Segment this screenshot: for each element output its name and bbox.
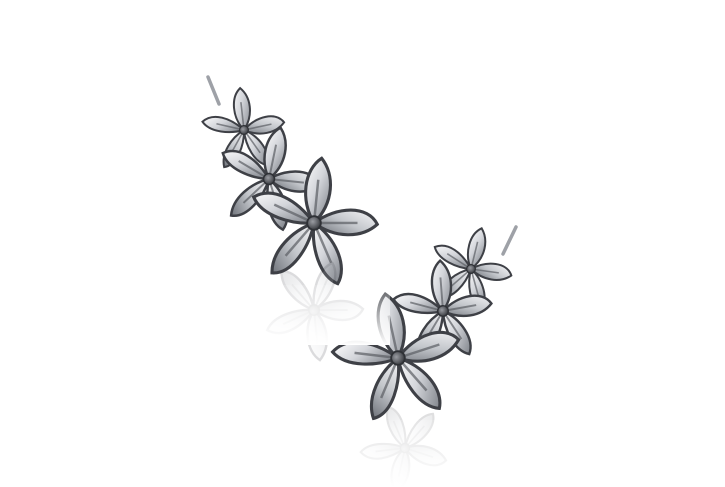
reflection-fade-right — [340, 420, 480, 487]
left-earring-post — [206, 75, 221, 106]
left-earring — [197, 75, 384, 288]
reflection-fade-left — [240, 285, 390, 345]
right-earring-post — [501, 225, 518, 256]
right-earring — [320, 218, 521, 432]
